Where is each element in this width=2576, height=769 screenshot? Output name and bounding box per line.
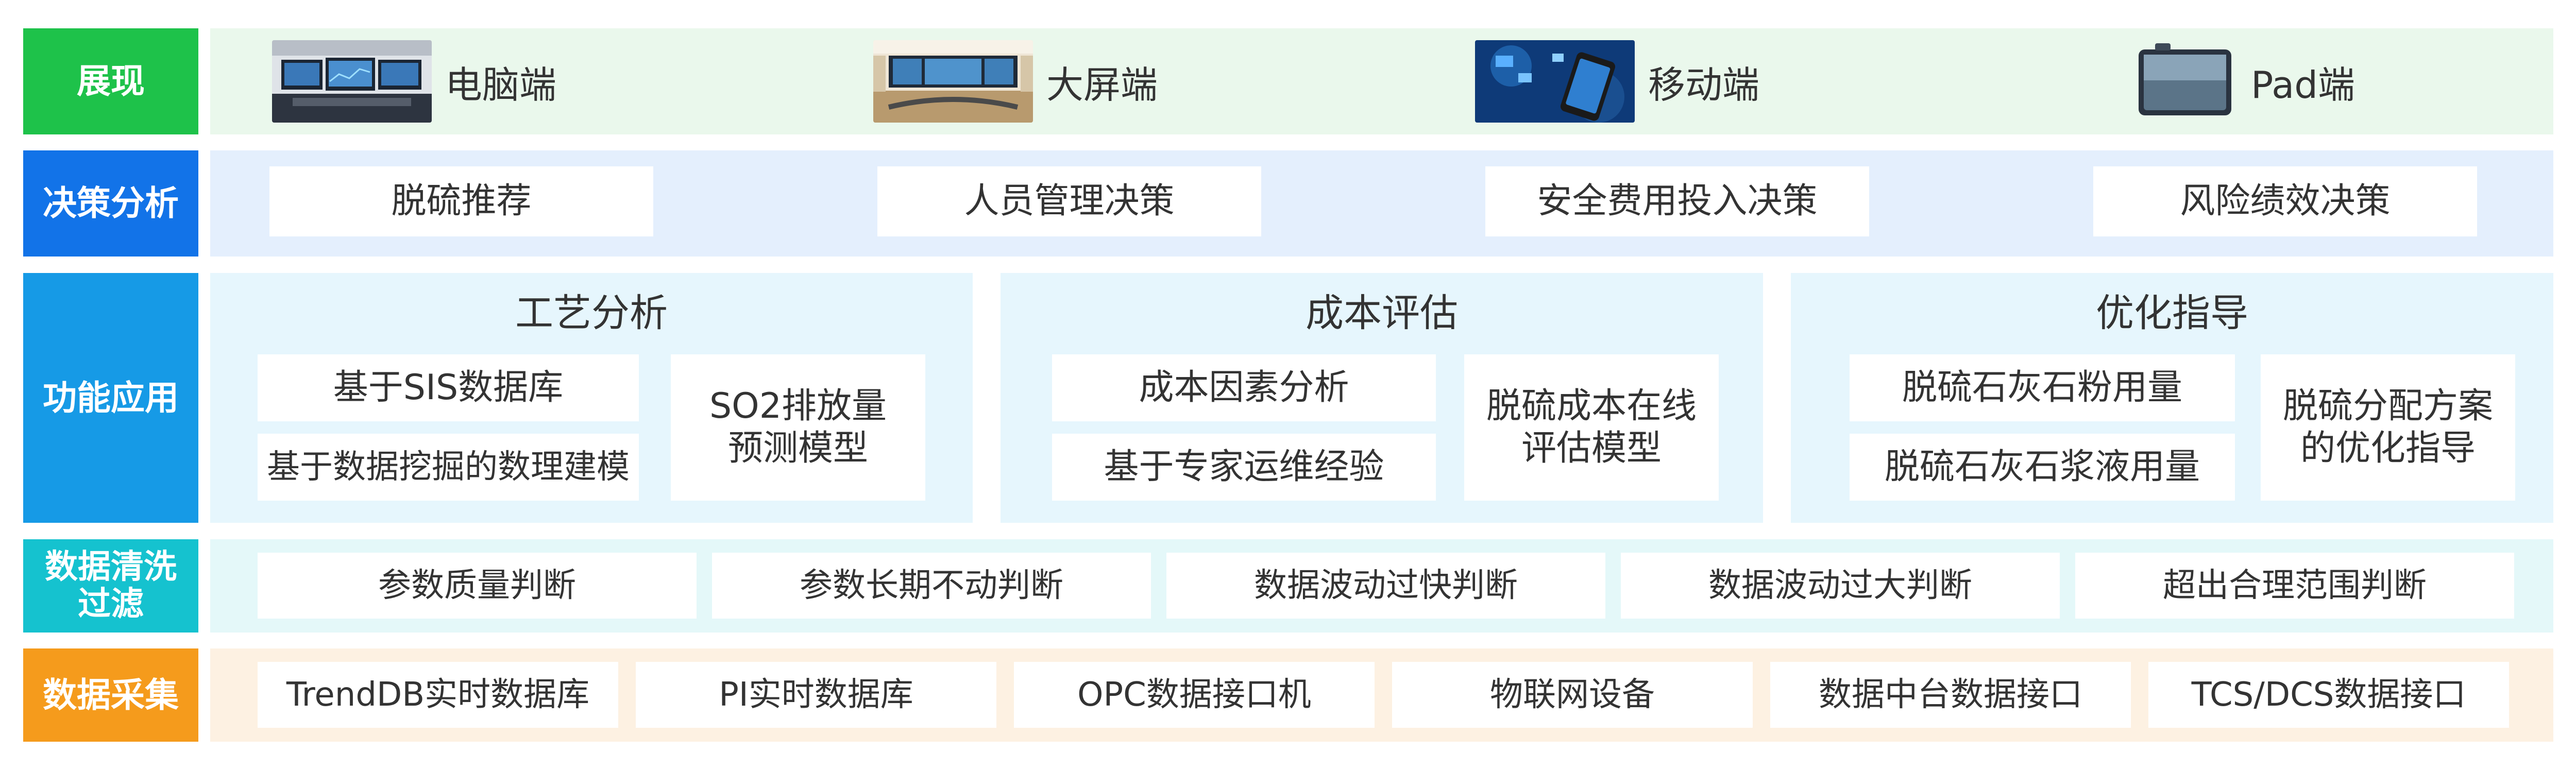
panel-title: 成本评估: [1306, 291, 1458, 335]
panel-item-model-line2: 评估模型: [1521, 428, 1662, 469]
function-panel-cost: 成本评估 成本因素分析 基于专家运维经验 脱硫成本在线 评估模型: [1001, 273, 1763, 523]
panel-title: 优化指导: [2096, 291, 2248, 335]
cleaning-item: 数据波动过快判断: [1166, 553, 1605, 619]
display-item-desktop-label: 电脑端: [445, 63, 557, 107]
panel-item-model-line2: 的优化指导: [2300, 428, 2476, 469]
collection-row-content: TrendDB实时数据库 PI实时数据库 OPC数据接口机 物联网设备 数据中台…: [210, 648, 2553, 742]
collection-item: TrendDB实时数据库: [258, 662, 618, 728]
collection-row-label: 数据采集: [23, 648, 198, 742]
cleaning-item: 数据波动过大判断: [1621, 553, 2060, 619]
collection-item: OPC数据接口机: [1014, 662, 1375, 728]
cleaning-row: 数据清洗 过滤 参数质量判断 参数长期不动判断 数据波动过快判断 数据波动过大判…: [0, 539, 2576, 633]
display-item-large-screen-label: 大屏端: [1046, 63, 1158, 107]
panel-item-model-line1: SO2排放量: [709, 386, 887, 427]
panel-item-model-line1: 脱硫分配方案: [2282, 386, 2493, 427]
cleaning-row-label: 数据清洗 过滤: [23, 539, 198, 633]
cleaning-row-content: 参数质量判断 参数长期不动判断 数据波动过快判断 数据波动过大判断 超出合理范围…: [210, 539, 2553, 633]
display-item-large-screen: 大屏端: [873, 28, 1158, 134]
desktop-monitors-icon: [272, 40, 432, 123]
function-row-label: 功能应用: [23, 273, 198, 523]
decision-row-content: 脱硫推荐 人员管理决策 安全费用投入决策 风险绩效决策: [210, 150, 2553, 257]
cleaning-item: 参数质量判断: [258, 553, 697, 619]
collection-item: 数据中台数据接口: [1770, 662, 2131, 728]
cleaning-row-label-line1: 数据清洗: [45, 548, 177, 586]
decision-item: 人员管理决策: [877, 166, 1261, 236]
panel-item-model: 脱硫成本在线 评估模型: [1464, 354, 1719, 501]
display-row: 展现 电脑端: [0, 28, 2576, 134]
display-row-label: 展现: [23, 28, 198, 134]
function-row-content: 工艺分析 基于SIS数据库 基于数据挖掘的数理建模 SO2排放量 预测模型 成本…: [210, 273, 2553, 523]
large-screen-room-icon: [873, 40, 1033, 123]
display-item-desktop: 电脑端: [272, 28, 556, 134]
panel-item: 成本因素分析: [1052, 354, 1436, 421]
decision-item: 脱硫推荐: [269, 166, 653, 236]
panel-item-model-line1: 脱硫成本在线: [1486, 386, 1697, 427]
display-row-content: 电脑端 大屏端: [210, 28, 2553, 134]
panel-item: 基于专家运维经验: [1052, 434, 1436, 501]
display-item-mobile: 移动端: [1475, 28, 1759, 134]
display-item-pad: Pad端: [2134, 28, 2355, 134]
panel-item-model: 脱硫分配方案 的优化指导: [2261, 354, 2515, 501]
display-item-pad-label: Pad端: [2251, 63, 2355, 107]
collection-item: 物联网设备: [1392, 662, 1753, 728]
mobile-phone-icon: [1475, 40, 1635, 123]
function-panel-optimize: 优化指导 脱硫石灰石粉用量 脱硫石灰石浆液用量 脱硫分配方案 的优化指导: [1791, 273, 2553, 523]
cleaning-row-label-line2: 过滤: [78, 585, 144, 623]
collection-item: PI实时数据库: [636, 662, 996, 728]
panel-item: 基于SIS数据库: [258, 354, 639, 421]
panel-item: 脱硫石灰石粉用量: [1850, 354, 2235, 421]
display-item-mobile-label: 移动端: [1648, 63, 1760, 107]
panel-item: 脱硫石灰石浆液用量: [1850, 434, 2235, 501]
decision-row: 决策分析 脱硫推荐 人员管理决策 安全费用投入决策 风险绩效决策: [0, 150, 2576, 257]
cleaning-item: 参数长期不动判断: [712, 553, 1151, 619]
decision-item: 风险绩效决策: [2093, 166, 2477, 236]
collection-row: 数据采集 TrendDB实时数据库 PI实时数据库 OPC数据接口机 物联网设备…: [0, 648, 2576, 742]
decision-row-label: 决策分析: [23, 150, 198, 257]
panel-item-model: SO2排放量 预测模型: [671, 354, 925, 501]
function-row: 功能应用 工艺分析 基于SIS数据库 基于数据挖掘的数理建模 SO2排放量 预测…: [0, 273, 2576, 523]
panel-item-model-line2: 预测模型: [727, 428, 868, 469]
panel-item: 基于数据挖掘的数理建模: [258, 434, 639, 501]
collection-item: TCS/DCS数据接口: [2148, 662, 2509, 728]
decision-item: 安全费用投入决策: [1485, 166, 1869, 236]
function-panel-process: 工艺分析 基于SIS数据库 基于数据挖掘的数理建模 SO2排放量 预测模型: [210, 273, 973, 523]
tablet-icon: [2134, 40, 2238, 123]
panel-title: 工艺分析: [515, 291, 668, 335]
cleaning-item: 超出合理范围判断: [2075, 553, 2514, 619]
